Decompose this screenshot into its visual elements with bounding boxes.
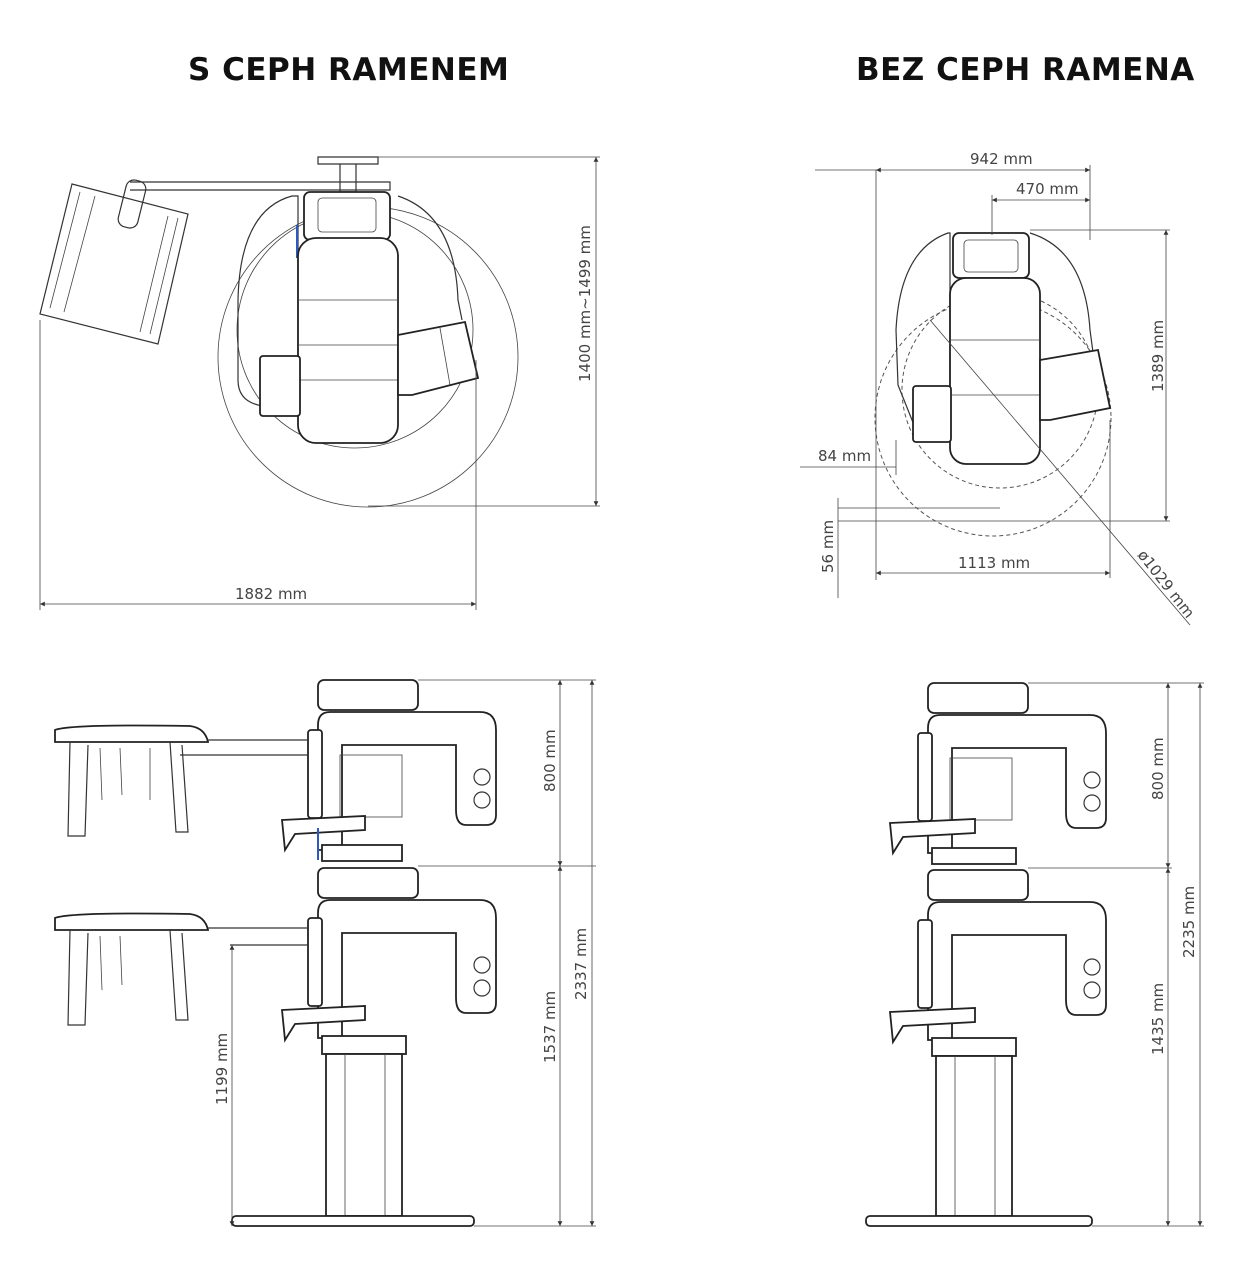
dim-left-side-upper: 800 mm [541,729,559,792]
dim-right-side-lower: 1435 mm [1149,983,1167,1055]
dim-left-top-width: 1882 mm [235,585,307,603]
dim-left-side-ceph: 1199 mm [213,1033,231,1105]
top-view-without-ceph: 942 mm 470 mm 1389 mm 84 mm 56 mm 1113 m… [800,150,1198,626]
dim-right-top-total-width: 942 mm [970,150,1033,168]
lower-position-unit [54,867,497,1227]
top-view-with-ceph: 1882 mm 1400 mm~1499 mm [39,156,600,610]
dim-right-side-total: 2235 mm [1180,886,1198,958]
dim-right-top-offset-bottom: 56 mm [819,520,837,573]
dim-left-side-total: 2337 mm [572,928,590,1000]
dim-right-side-upper: 800 mm [1149,737,1167,800]
heading-with-ceph-arm: S CEPH RAMENEM [188,52,510,88]
dim-right-top-inner-width: 470 mm [1016,180,1079,198]
dim-right-top-base-width: 1113 mm [958,554,1030,572]
lower-position-unit-right [865,869,1107,1227]
heading-without-ceph-arm: BEZ CEPH RAMENA [856,52,1195,88]
dim-right-top-offset-left: 84 mm [818,447,871,465]
upper-position-unit-right [889,682,1107,865]
dim-left-top-height: 1400 mm~1499 mm [576,225,594,382]
dim-right-top-diameter: ø1029 mm [1134,546,1198,621]
upper-position-unit [54,679,497,862]
dim-left-side-lower: 1537 mm [541,991,559,1063]
side-view-with-ceph: 800 mm 2337 mm 1537 mm 1199 mm [54,679,596,1227]
side-view-without-ceph: 800 mm 2235 mm 1435 mm [865,682,1204,1227]
dim-right-top-height: 1389 mm [1149,320,1167,392]
